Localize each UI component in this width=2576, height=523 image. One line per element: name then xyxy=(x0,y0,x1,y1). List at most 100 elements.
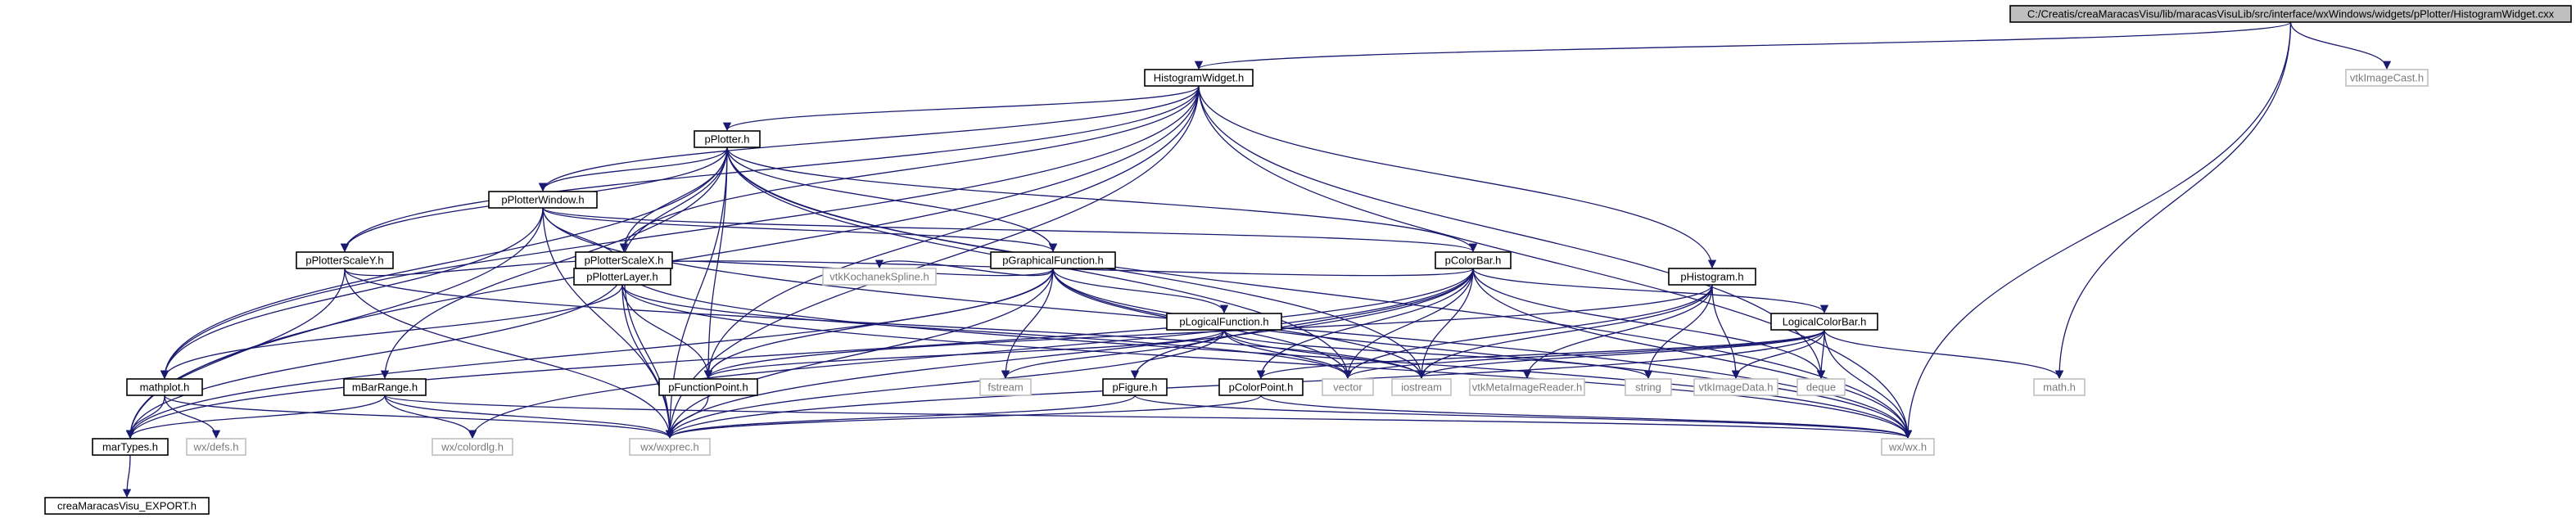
node-box xyxy=(979,378,1032,396)
edge-mbarrange-to-wxcolordlg xyxy=(384,395,477,440)
node-pgraphicalfunction[interactable]: pGraphicalFunction.h xyxy=(990,251,1116,269)
edge-pcolorbar-to-logicalcolorbar xyxy=(1472,268,1829,314)
node-logicalcolorbar[interactable]: LogicalColorBar.h xyxy=(1770,313,1878,331)
node-vtkmetaimagereader: vtkMetaImageReader.h xyxy=(1469,378,1585,396)
node-label: pPlotter.h xyxy=(705,133,750,146)
edge-pgraphicalfunction-to-fstream xyxy=(1001,268,1054,380)
edge-pplotterlayer-to-wxwxprec xyxy=(621,284,675,440)
edge-histogramwidget-to-pplotterscaley xyxy=(340,85,1200,253)
node-box xyxy=(694,130,761,148)
node-mbarrange[interactable]: mBarRange.h xyxy=(343,378,427,396)
edge-pplotterwindow-to-wxwxprec xyxy=(542,207,675,440)
node-plogicalfunction[interactable]: pLogicalFunction.h xyxy=(1166,313,1282,331)
edge-plogicalfunction-to-vector xyxy=(1223,329,1353,380)
edge-logicalcolorbar-to-pcolorpoint xyxy=(1257,329,1825,380)
edge-pcolorbar-to-wxwxprec xyxy=(665,268,1474,440)
node-pplotterlayer[interactable]: pPlotterLayer.h xyxy=(573,268,671,286)
node-label: wx/wxprec.h xyxy=(639,441,699,453)
edge-pplotterscaley-to-martypes xyxy=(125,268,346,440)
edge-pplotterlayer-to-wxwx xyxy=(621,284,1913,440)
edge-histogramwidget-to-mathplot xyxy=(160,85,1200,380)
edge-logicalcolorbar-to-iostream xyxy=(1417,329,1825,380)
edge-pplotterscaley-to-wxwxprec xyxy=(344,268,675,440)
node-box xyxy=(1322,378,1374,396)
edge-plogicalfunction-to-string xyxy=(1223,329,1653,380)
edge-pplotter-to-mbarrange xyxy=(380,147,728,380)
edge-martypes-to-creamaracasvisuexport xyxy=(122,454,132,498)
node-label: vtkMetaImageReader.h xyxy=(1472,381,1582,394)
node-box xyxy=(1668,268,1756,286)
edge-pplotter-to-pfunctionpoint xyxy=(703,147,728,380)
node-pcolorbar[interactable]: pColorBar.h xyxy=(1435,251,1512,269)
edge-root-to-vtkimagecast xyxy=(2289,21,2392,70)
node-box xyxy=(1102,378,1168,396)
node-label: pPlotterLayer.h xyxy=(586,271,658,283)
edge-pplotterlayer-to-mathplot xyxy=(160,284,623,380)
node-box xyxy=(1218,378,1304,396)
node-label: pPlotterScaleY.h xyxy=(305,255,383,267)
node-iostream: iostream xyxy=(1391,378,1452,396)
edge-pplotter-to-pplotterlayer xyxy=(617,147,728,269)
edge-pcolorbar-to-wxwx xyxy=(1472,268,1913,440)
node-histogramwidget[interactable]: HistogramWidget.h xyxy=(1144,69,1254,87)
node-label: fstream xyxy=(987,381,1023,394)
node-label: creaMaracasVisu_EXPORT.h xyxy=(57,500,197,512)
node-deque: deque xyxy=(1796,378,1846,396)
edge-phistogram-to-vector xyxy=(1343,284,1713,380)
node-pplotterscaley[interactable]: pPlotterScaleY.h xyxy=(296,251,394,269)
dependency-edges xyxy=(122,21,2392,498)
edge-pcolorbar-to-vector xyxy=(1343,268,1474,380)
edge-pplotter-to-pplotterscalex xyxy=(619,147,728,253)
node-label: pGraphicalFunction.h xyxy=(1002,255,1104,267)
node-box xyxy=(1144,69,1254,87)
edge-pcolorbar-to-martypes xyxy=(125,268,1474,440)
node-box xyxy=(432,438,513,456)
node-pcolorpoint[interactable]: pColorPoint.h xyxy=(1218,378,1304,396)
node-label: pFigure.h xyxy=(1113,381,1158,394)
node-pplotter[interactable]: pPlotter.h xyxy=(694,130,761,148)
node-label: wx/defs.h xyxy=(193,441,239,453)
edge-pgraphicalfunction-to-martypes xyxy=(125,268,1054,440)
node-wxwx: wx/wx.h xyxy=(1881,438,1935,456)
node-box xyxy=(1435,251,1512,269)
node-pplotterwindow[interactable]: pPlotterWindow.h xyxy=(488,191,598,209)
edge-pplotterscalex-to-wxwx xyxy=(623,268,1913,440)
node-pfigure[interactable]: pFigure.h xyxy=(1102,378,1168,396)
node-root[interactable]: C:/Creatis/creaMaracasVisu/lib/maracasVi… xyxy=(2009,5,2572,23)
node-label: marTypes.h xyxy=(102,441,158,453)
node-martypes[interactable]: marTypes.h xyxy=(92,438,169,456)
node-pfunctionpoint[interactable]: pFunctionPoint.h xyxy=(658,378,758,396)
node-label: string xyxy=(1635,381,1661,394)
node-creamaracasvisuexport[interactable]: creaMaracasVisu_EXPORT.h xyxy=(44,497,210,515)
edge-pplotterscalex-to-martypes xyxy=(125,268,625,440)
node-box xyxy=(1166,313,1282,331)
edge-mbarrange-to-wxwxprec xyxy=(384,395,675,440)
node-label: pLogicalFunction.h xyxy=(1179,316,1268,328)
node-phistogram[interactable]: pHistogram.h xyxy=(1668,268,1756,286)
edge-mbarrange-to-wxwx xyxy=(384,395,1912,440)
edge-histogramwidget-to-pfunctionpoint xyxy=(703,85,1200,380)
node-label: vtkImageData.h xyxy=(1698,381,1773,394)
node-vector: vector xyxy=(1322,378,1374,396)
edge-logicalcolorbar-to-wxwx xyxy=(1824,329,1913,440)
node-box xyxy=(126,378,203,396)
edge-plogicalfunction-to-iostream xyxy=(1223,329,1426,380)
node-box xyxy=(1770,313,1878,331)
edge-histogramwidget-to-phistogram xyxy=(1198,85,1717,269)
node-vtkimagedata: vtkImageData.h xyxy=(1693,378,1778,396)
edge-root-to-wxwx xyxy=(1903,21,2292,440)
node-pplotterscalex[interactable]: pPlotterScaleX.h xyxy=(575,251,673,269)
edge-pplotter-to-pplotterwindow xyxy=(538,147,728,192)
node-box xyxy=(658,378,758,396)
node-box xyxy=(629,438,711,456)
edge-root-to-histogramwidget xyxy=(1195,21,2292,70)
node-box xyxy=(1625,378,1672,396)
node-mathplot[interactable]: mathplot.h xyxy=(126,378,203,396)
node-label: iostream xyxy=(1401,381,1442,394)
edge-mathplot-to-wxwxprec xyxy=(164,395,674,440)
node-label: pColorPoint.h xyxy=(1229,381,1294,394)
node-label: pColorBar.h xyxy=(1445,255,1502,267)
node-label: HistogramWidget.h xyxy=(1154,72,1245,84)
node-box xyxy=(2009,5,2572,23)
edge-phistogram-to-vtkmetaimagereader xyxy=(1522,284,1713,380)
